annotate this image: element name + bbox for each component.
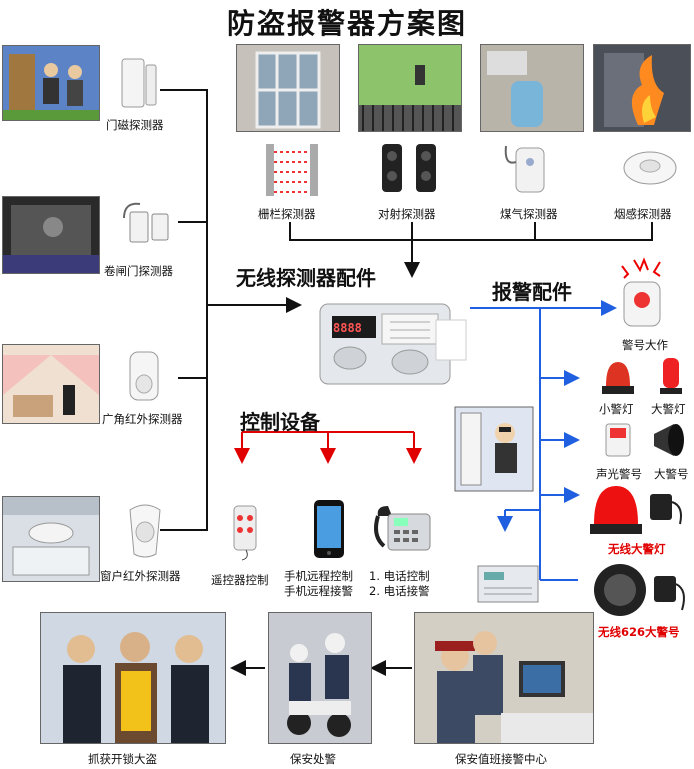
smoke-detector-device <box>620 146 680 196</box>
window-infrared-photo <box>2 496 100 582</box>
left-detector-label-3: 窗户红外探测器 <box>100 569 181 583</box>
wireless-light-device <box>588 480 688 536</box>
left-detector-bus <box>160 89 302 531</box>
monitoring-center-photo <box>414 612 594 744</box>
gas-detector-device <box>500 142 554 198</box>
beam-detector-device <box>378 142 442 196</box>
alarm-receiver-device <box>476 560 540 606</box>
door-magnet-device <box>118 55 160 115</box>
arrest-photo <box>40 612 226 744</box>
mobile-phone-device[interactable] <box>312 498 346 560</box>
top-detector-label-3: 烟感探测器 <box>614 207 672 221</box>
alarm-label-siren-main: 警号大作 <box>622 338 668 352</box>
alarm-label-sound-light: 声光警号 <box>596 467 642 481</box>
big-siren-device <box>648 420 692 460</box>
wireless-626-device <box>590 560 690 620</box>
control-label-phone-1: 1. 电话控制 <box>369 569 430 583</box>
control-bus <box>234 431 422 464</box>
top-detector-label-1: 对射探测器 <box>378 207 436 221</box>
security-patrol-photo <box>268 612 372 744</box>
siren-main-device <box>614 256 670 334</box>
alarm-bus <box>470 300 617 581</box>
control-label-phone-2: 2. 电话接警 <box>369 584 430 598</box>
desk-phone-device[interactable] <box>372 502 434 556</box>
shutter-detector-device <box>116 198 176 248</box>
small-light-device <box>598 356 638 396</box>
room-infrared-photo <box>2 344 100 424</box>
section-alarm-label: 报警配件 <box>492 280 572 304</box>
section-control-label: 控制设备 <box>240 410 320 434</box>
window-pir-device <box>124 500 166 560</box>
left-detector-label-0: 门磁探测器 <box>106 118 164 132</box>
shutter-cctv-photo <box>2 196 100 274</box>
section-wireless-label: 无线探测器配件 <box>236 266 376 290</box>
top-detector-label-2: 煤气探测器 <box>500 207 558 221</box>
fence-detector-device <box>262 142 322 198</box>
wide-angle-pir-device <box>124 348 164 406</box>
diagram-title: 防盗报警器方案图 <box>226 7 467 40</box>
alarm-label-big-light: 大警灯 <box>651 402 686 416</box>
control-label-mobile-2: 手机远程接警 <box>284 584 353 598</box>
bottom-label-catch: 抓获开锁大盗 <box>88 752 157 766</box>
remote-control-device[interactable] <box>228 502 262 562</box>
burglar-door-photo <box>2 45 100 121</box>
panel-display: 8888 <box>333 321 362 335</box>
fire-building-photo <box>593 44 691 132</box>
top-detector-bus <box>289 222 653 278</box>
fence-window-photo <box>236 44 340 132</box>
alarm-label-small-light: 小警灯 <box>599 402 634 416</box>
gas-kitchen-photo <box>480 44 584 132</box>
left-detector-label-1: 卷闸门探测器 <box>104 264 173 278</box>
sound-light-device <box>600 420 636 460</box>
left-detector-label-2: 广角红外探测器 <box>102 412 183 426</box>
beam-outdoor-photo <box>358 44 462 132</box>
alarm-label-wireless-light: 无线大警灯 <box>608 542 666 556</box>
alarm-label-wireless-626: 无线626大警号 <box>598 625 680 639</box>
bottom-label-center: 保安值班接警中心 <box>455 752 547 766</box>
big-light-device <box>656 352 686 396</box>
alarm-control-panel[interactable] <box>318 300 468 386</box>
bottom-label-guard: 保安处警 <box>290 752 336 766</box>
alarm-label-big-siren: 大警号 <box>654 467 689 481</box>
control-label-mobile-1: 手机远程控制 <box>284 569 353 583</box>
top-detector-label-0: 栅栏探测器 <box>258 207 316 221</box>
thief-illustration <box>453 405 535 493</box>
control-label-remote: 遥控器控制 <box>211 573 269 587</box>
